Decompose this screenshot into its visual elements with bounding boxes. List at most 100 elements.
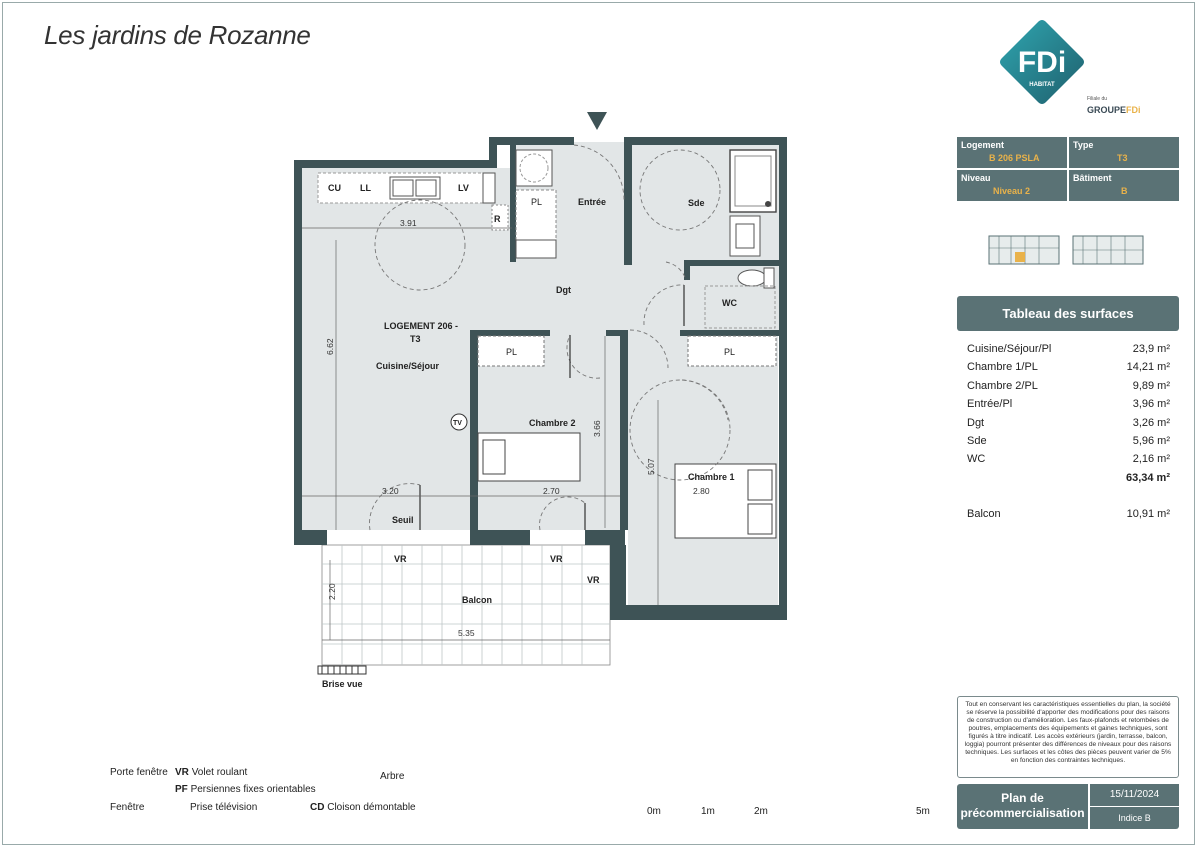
surface-name: Balcon [967, 508, 1001, 521]
dim-391: 3.91 [400, 218, 417, 228]
legend-cd-code: CD [310, 802, 325, 813]
room-logement-type: T3 [410, 334, 421, 344]
type-value: T3 [1117, 153, 1128, 163]
surface-value: 9,89 m² [1132, 379, 1170, 392]
surface-total-row: 63,34 m² [967, 472, 1170, 490]
logo-filiale: Filiale du [1087, 96, 1107, 102]
legend-tv: Prise télévision [190, 802, 258, 813]
dim-507: 5.07 [646, 458, 656, 475]
legend-pf: PF Persiennes fixes orientables [175, 784, 316, 795]
surface-name: Dgt [967, 416, 985, 429]
room-dgt: Dgt [556, 285, 571, 295]
surface-value: 3,26 m² [1132, 416, 1170, 429]
label-ll: LL [360, 183, 371, 193]
info-panel: Logement B 206 PSLA Type T3 Niveau Nivea… [957, 137, 1179, 201]
dim-220: 2.20 [327, 583, 337, 600]
niveau-label: Niveau [961, 173, 991, 183]
niveau-value: Niveau 2 [993, 186, 1031, 196]
label-pl-entree: PL [531, 197, 542, 207]
dim-320: 3.20 [382, 486, 399, 496]
niveau-cell: Niveau Niveau 2 [957, 170, 1067, 201]
surface-row: Chambre 1/PL 14,21 m² [967, 361, 1170, 379]
label-tv: TV [453, 420, 462, 427]
legend-pf-code: PF [175, 784, 188, 795]
legend-arbre: Arbre [380, 771, 405, 782]
label-pl-ch1: PL [724, 347, 735, 357]
footer-date: 15/11/2024 [1090, 784, 1179, 806]
legend-pf-label: Persiennes fixes orientables [190, 784, 316, 795]
scale-0m: 0m [647, 806, 661, 817]
legend-porte-fenetre: Porte fenêtre [110, 767, 168, 778]
label-r: R [494, 214, 501, 224]
room-wc: WC [722, 298, 737, 308]
surfaces-title: Tableau des surfaces [957, 296, 1179, 331]
batiment-label: Bâtiment [1073, 173, 1112, 183]
logement-cell: Logement B 206 PSLA [957, 137, 1067, 168]
surface-value: 10,91 m² [1126, 508, 1170, 521]
surface-row: Dgt 3,26 m² [967, 417, 1170, 435]
legend-cd: CD Cloison démontable [310, 802, 416, 813]
label-vr-1: VR [394, 554, 407, 564]
dim-280: 2.80 [693, 486, 710, 496]
surfaces-table: Cuisine/Séjour/Pl 23,9 m² Chambre 1/PL 14,… [967, 343, 1170, 527]
batiment-value: B [1121, 186, 1128, 196]
surface-value: 23,9 m² [1132, 343, 1170, 355]
surface-name: Cuisine/Séjour/Pl [967, 343, 1052, 355]
label-pl-ch2: PL [506, 347, 517, 357]
surface-row: Entrée/Pl 3,96 m² [967, 398, 1170, 416]
logement-value: B 206 PSLA [989, 153, 1040, 163]
label-lv: LV [458, 183, 469, 193]
room-balcon: Balcon [462, 595, 492, 605]
scale-5m: 5m [916, 806, 930, 817]
fdi-logo: FDi HABITAT Filiale du GROUPEFDi [1000, 20, 1141, 115]
surface-name: Sde [967, 434, 987, 447]
footer-label-line1: Plan de [1001, 791, 1044, 805]
surface-name: Chambre 1/PL [967, 361, 1038, 374]
footer-index: Indice B [1090, 807, 1179, 829]
legend-vr-label: Volet roulant [191, 767, 248, 778]
surface-total: 63,34 m² [1125, 471, 1170, 484]
surface-value: 3,96 m² [1132, 398, 1170, 411]
page-title: Les jardins de Rozanne [44, 20, 311, 50]
scale-1m: 1m [701, 806, 715, 817]
surface-value: 2,16 m² [1132, 453, 1170, 466]
dim-535: 5.35 [458, 628, 475, 638]
type-label: Type [1073, 140, 1094, 150]
legend-fenetre: Fenêtre [110, 802, 145, 813]
surface-name: Chambre 2/PL [967, 379, 1038, 392]
logement-label: Logement [961, 140, 1005, 150]
label-vr-2: VR [550, 554, 563, 564]
surface-row: Chambre 2/PL 9,89 m² [967, 380, 1170, 398]
dim-662: 6.62 [325, 338, 335, 355]
logo-sub: HABITAT [1029, 82, 1055, 88]
label-cu: CU [328, 183, 341, 193]
logo-brand: FDi [1018, 46, 1066, 79]
room-cuisine: Cuisine/Séjour [376, 361, 440, 371]
room-entree: Entrée [578, 197, 606, 207]
room-chambre1: Chambre 1 [688, 472, 735, 482]
surface-row: Sde 5,96 m² [967, 435, 1170, 453]
surface-name: WC [967, 453, 986, 466]
surface-balcon-row: Balcon 10,91 m² [967, 508, 1170, 526]
room-sde: Sde [688, 198, 705, 208]
scale-2m: 2m [754, 806, 768, 817]
batiment-cell: Bâtiment B [1069, 170, 1179, 201]
surface-row: Cuisine/Séjour/Pl 23,9 m² [967, 343, 1170, 361]
surface-value: 5,96 m² [1132, 434, 1170, 447]
surface-value: 14,21 m² [1126, 361, 1170, 374]
surface-name: Entrée/Pl [967, 398, 1013, 411]
legend-vr-code: VR [175, 767, 189, 778]
type-cell: Type T3 [1069, 137, 1179, 168]
legend-vr: VR Volet roulant [175, 767, 247, 778]
logo-group: GROUPEFDi [1087, 105, 1141, 115]
room-chambre2: Chambre 2 [529, 418, 576, 428]
label-seuil: Seuil [392, 515, 414, 525]
dim-270: 2.70 [543, 486, 560, 496]
room-logement: LOGEMENT 206 - [384, 321, 458, 331]
key-plan-thumbnails [988, 235, 1144, 265]
dim-366: 3.66 [592, 420, 602, 437]
footer-label-line2: précommercialisation [960, 806, 1085, 820]
